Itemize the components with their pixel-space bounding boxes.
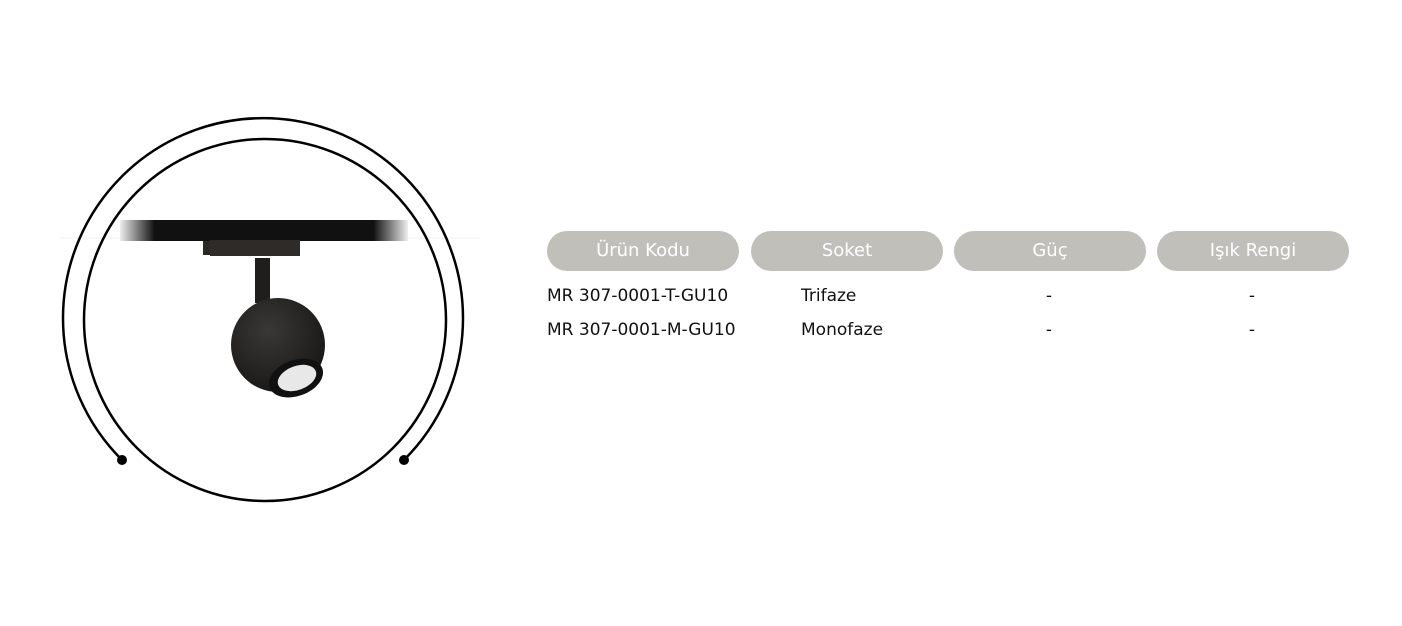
header-isik-rengi: Işık Rengi xyxy=(1157,231,1349,271)
light-color: - xyxy=(1248,286,1256,306)
outer-arc xyxy=(61,116,465,461)
header-urun-kodu: Ürün Kodu xyxy=(547,231,739,271)
light-color: - xyxy=(1248,320,1256,340)
power: - xyxy=(1045,286,1053,306)
header-guc: Güç xyxy=(954,231,1146,271)
product-image-frame xyxy=(60,116,480,503)
socket: Trifaze xyxy=(801,286,857,306)
dot-left xyxy=(117,455,127,465)
socket: Monofaze xyxy=(801,320,884,340)
product-code: MR 307-0001-T-GU10 xyxy=(547,286,729,306)
dot-right xyxy=(399,455,409,465)
header-soket: Soket xyxy=(751,231,943,271)
track-spotlight-image xyxy=(120,220,408,398)
product-code: MR 307-0001-M-GU10 xyxy=(547,320,736,340)
power: - xyxy=(1045,320,1053,340)
inner-circle xyxy=(82,137,448,503)
